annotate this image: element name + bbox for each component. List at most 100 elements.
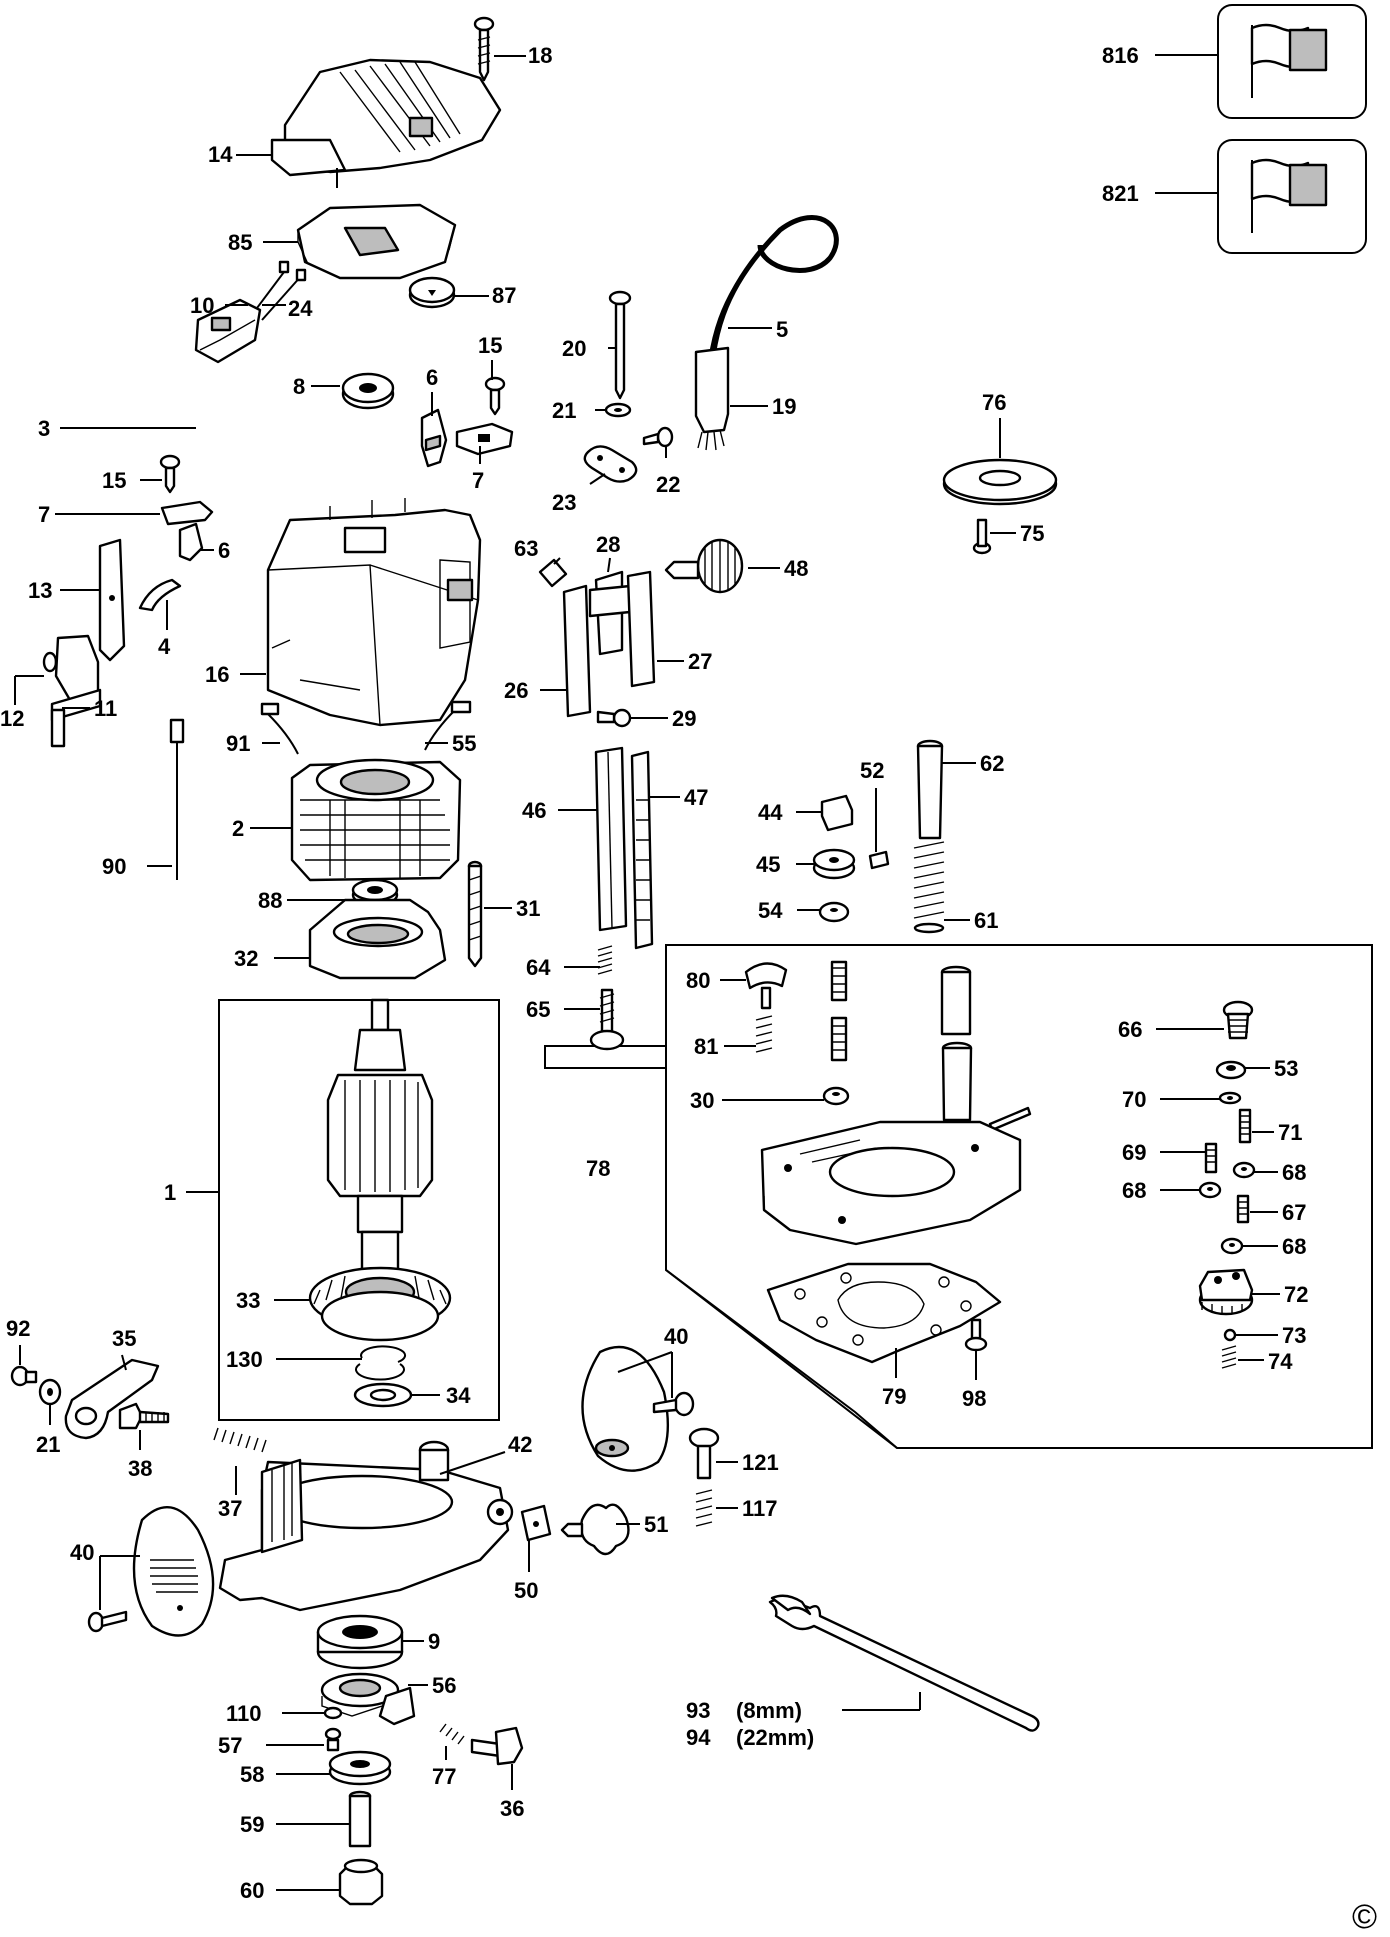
label-47: 47: [684, 785, 708, 810]
washer-21a: [604, 402, 632, 418]
cable-clamp-23: [583, 445, 638, 483]
label-29: 29: [672, 706, 696, 731]
label-37: 37: [218, 1496, 242, 1521]
screw-38: [118, 1402, 170, 1430]
label-18: 18: [528, 43, 552, 68]
label-4: 4: [158, 634, 171, 659]
screw-121: [688, 1427, 720, 1480]
disc-76: [942, 458, 1058, 506]
key-52: [868, 850, 890, 870]
screw-15a: [159, 454, 181, 494]
label-12: 12: [0, 706, 24, 731]
label-19: 19: [772, 394, 796, 419]
label-71: 71: [1278, 1120, 1302, 1145]
label-74: 74: [1268, 1349, 1293, 1374]
label-27: 27: [688, 649, 712, 674]
collar-45: [812, 848, 856, 880]
screw-98: [964, 1318, 988, 1352]
label-87: 87: [492, 283, 516, 308]
label-32: 32: [234, 946, 258, 971]
label-68a: 68: [1282, 1160, 1306, 1185]
nut-30: [822, 1086, 850, 1106]
rod-62: [916, 739, 944, 840]
label-110: 110: [226, 1701, 262, 1726]
label-73: 73: [1282, 1323, 1306, 1348]
clip-7a: [455, 422, 514, 456]
label-28: 28: [596, 532, 620, 557]
label-38: 38: [128, 1456, 152, 1481]
collet-59: [348, 1790, 372, 1848]
label-46: 46: [522, 798, 546, 823]
screw-40a: [652, 1391, 695, 1417]
label-816: 816: [1102, 43, 1139, 68]
ball-73: [1223, 1328, 1237, 1342]
screw-65: [589, 988, 625, 1051]
label-62: 62: [980, 751, 1004, 776]
collet-nut-60: [338, 1858, 384, 1906]
label-92: 92: [6, 1316, 30, 1341]
label-117: 117: [742, 1496, 778, 1521]
size-93: (8mm): [736, 1698, 802, 1723]
knob-51: [560, 1503, 630, 1556]
spring-77: [439, 1723, 465, 1745]
gear-knob-72: [1198, 1268, 1254, 1316]
baffle-plate-85: [296, 203, 457, 280]
label-55: 55: [452, 731, 476, 756]
tube-upper: [940, 965, 972, 1036]
kit-outline: [665, 1068, 898, 1449]
label-7b: 7: [38, 502, 50, 527]
column-26: [562, 584, 592, 718]
label-88: 88: [258, 888, 282, 913]
field-coil-2: [290, 758, 462, 882]
label-45: 45: [756, 852, 780, 877]
label-79: 79: [882, 1384, 906, 1409]
label-33: 33: [236, 1288, 260, 1313]
screw-15b: [484, 376, 506, 416]
spring-61: [913, 841, 945, 934]
nut-58: [328, 1750, 392, 1786]
label-90: 90: [102, 854, 126, 879]
label-66: 66: [1118, 1017, 1142, 1042]
nut-54: [818, 901, 850, 923]
tube-lower: [941, 1041, 973, 1122]
screw-92: [10, 1365, 38, 1387]
handle-40a: [581, 1345, 669, 1472]
label-70: 70: [1122, 1087, 1146, 1112]
copyright-mark: ©: [1352, 1898, 1377, 1936]
spindle-lock-56: [320, 1672, 416, 1726]
lead-90: [169, 718, 185, 880]
label-13: 13: [28, 578, 52, 603]
screw-40b: [87, 1610, 128, 1633]
washer-70: [1218, 1091, 1242, 1105]
label-68c: 68: [1282, 1234, 1306, 1259]
label-21a: 21: [552, 398, 576, 423]
washer-21b: [38, 1378, 62, 1406]
size-94: (22mm): [736, 1725, 814, 1750]
label-57: 57: [218, 1733, 242, 1758]
label-34: 34: [446, 1383, 471, 1408]
label-42: 42: [508, 1432, 532, 1457]
spring-37: [213, 1427, 267, 1453]
part-number-labels: 18 14 85 87 10 24 20 5 15 8 6 76 21 19 3…: [0, 43, 1308, 1903]
label-15b: 15: [102, 468, 126, 493]
washer-53: [1215, 1060, 1247, 1080]
label-69: 69: [1122, 1140, 1146, 1165]
bearing-9: [316, 1614, 404, 1670]
label-1: 1: [164, 1180, 176, 1205]
label-44: 44: [758, 800, 783, 825]
label-6a: 6: [426, 365, 438, 390]
rail-46: [594, 746, 628, 932]
nut-68a: [1232, 1161, 1256, 1179]
brush-6b: [178, 522, 204, 562]
label-50: 50: [514, 1578, 538, 1603]
slider-28: [588, 570, 632, 656]
nut-50: [520, 1504, 552, 1542]
spring-74: [1221, 1345, 1237, 1369]
label-35: 35: [112, 1326, 136, 1351]
bearing-8: [341, 372, 395, 410]
label-21b: 21: [36, 1432, 60, 1457]
label-3: 3: [38, 416, 50, 441]
circlip-130: [355, 1345, 407, 1381]
screw-29: [596, 708, 632, 728]
screw-18: [473, 16, 495, 82]
